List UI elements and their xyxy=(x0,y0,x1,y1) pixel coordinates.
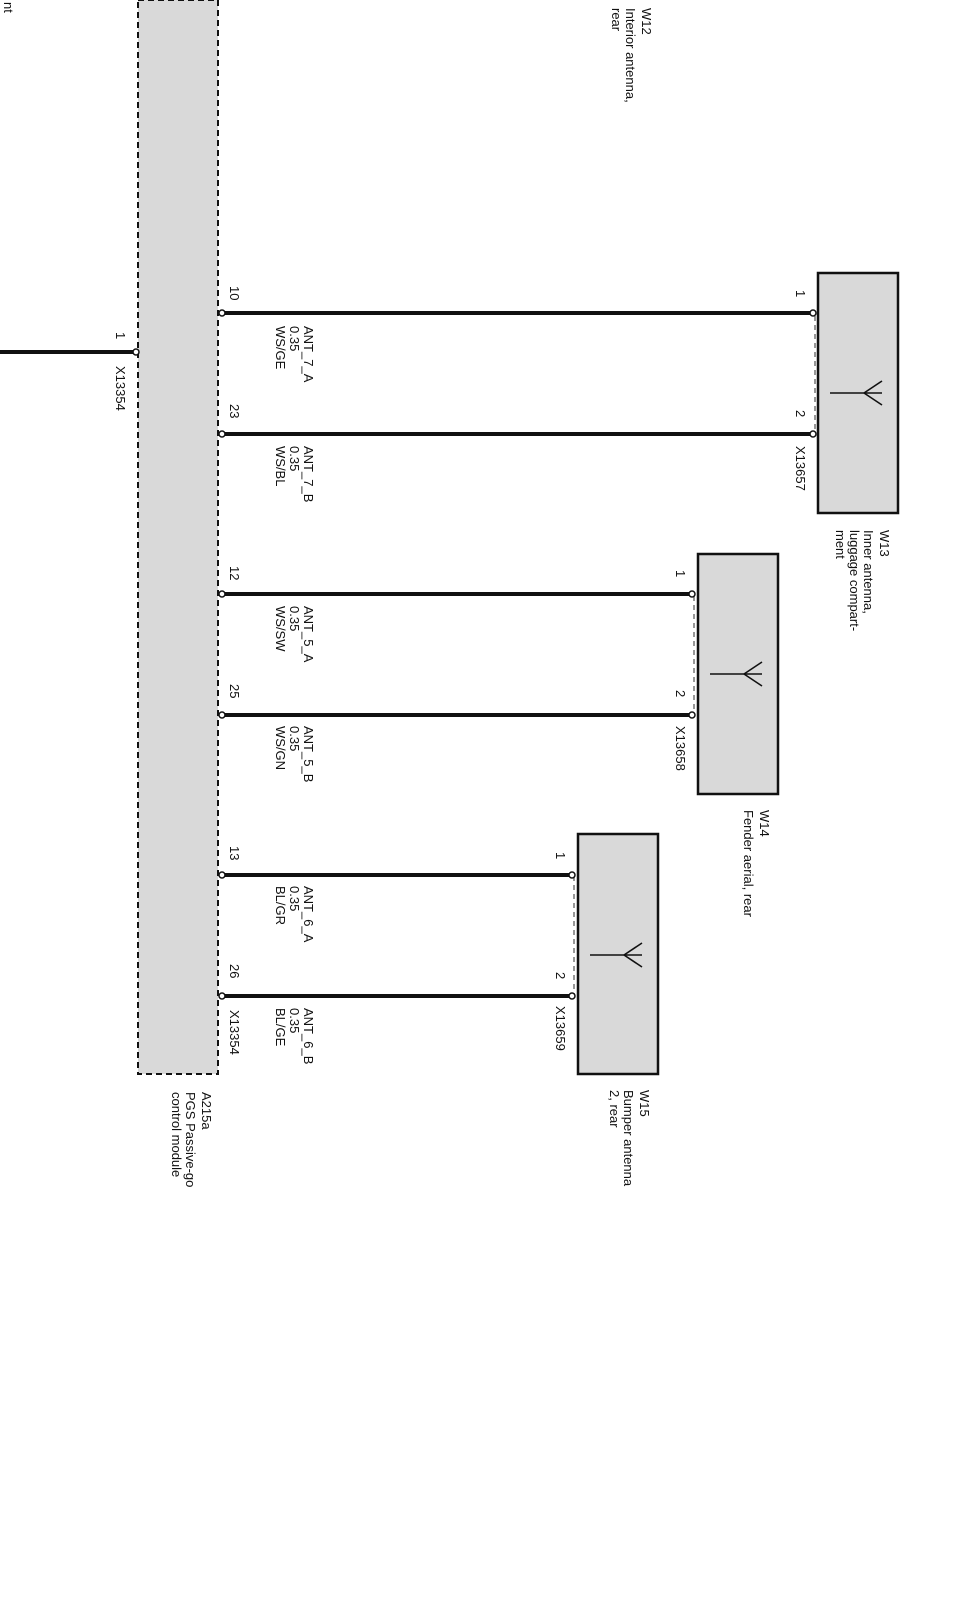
wire-signal-label: ANT_5_A xyxy=(301,606,316,663)
antenna-w14-connector: X13658 xyxy=(673,726,688,771)
antenna-w12-id: W12 xyxy=(639,8,654,35)
antenna-w15-line1: Bumper antenna xyxy=(621,1090,636,1187)
wire-signal-label: ANT_6_B xyxy=(301,1008,316,1064)
wire-signal-label: ANT_7_B xyxy=(301,446,316,502)
antenna-w13-id: W13 xyxy=(877,530,892,557)
wire-color-label: WS/GE xyxy=(273,326,288,370)
antenna-pin-label: 1 xyxy=(553,852,568,859)
module-pin-label: 10 xyxy=(227,286,242,300)
wire-color-label: BL/GR xyxy=(273,886,288,925)
wire-gauge-label: 0.35 xyxy=(287,726,302,751)
wire-gauge-label: 0.35 xyxy=(287,446,302,471)
control-module-body xyxy=(137,0,219,1075)
antenna-w12-line2: rear xyxy=(609,8,624,32)
wire-color-label: WS/BL xyxy=(273,446,288,486)
wire-gauge-label: 0.35 xyxy=(287,1008,302,1033)
module-id: A215a xyxy=(199,1092,214,1130)
module-pin-label: 25 xyxy=(227,684,242,698)
wire-signal-label: ANT_6_A xyxy=(301,886,316,943)
antenna-w13-line3: ment xyxy=(833,530,848,559)
partial-label: nt xyxy=(1,2,16,13)
antenna-pin-label: 2 xyxy=(553,972,568,979)
ground-connector-label: X13354 xyxy=(113,366,128,411)
ground-pin-label: 1 xyxy=(113,332,128,339)
antenna-w14-id: W14 xyxy=(757,810,772,837)
antenna-pin-label: 2 xyxy=(673,690,688,697)
module-name-line2: control module xyxy=(169,1092,184,1177)
module-name-line1: PGS Passive-go xyxy=(183,1092,198,1187)
module-pin-label: 23 xyxy=(227,404,242,418)
wire-color-label: BL/GE xyxy=(273,1008,288,1047)
antenna-w15-id: W15 xyxy=(637,1090,652,1117)
antenna-w15-line2: 2, rear xyxy=(607,1090,622,1128)
antenna-w13-connector: X13657 xyxy=(793,446,808,491)
antenna-w12-line1: Interior antenna, xyxy=(623,8,638,103)
antenna-w15-box xyxy=(576,832,660,1076)
wire-color-label: WS/SW xyxy=(273,606,288,652)
wire-signal-label: ANT_7_A xyxy=(301,326,316,383)
antenna-w15-connector: X13659 xyxy=(553,1006,568,1051)
antenna-icon xyxy=(590,942,643,968)
antenna-pin-label: 1 xyxy=(793,290,808,297)
antenna-icon xyxy=(710,661,763,687)
wire-gauge-label: 0.35 xyxy=(287,326,302,351)
wire-color-label: WS/GN xyxy=(273,726,288,770)
wire-gauge-label: 0.35 xyxy=(287,886,302,911)
wire-signal-label: ANT_5_B xyxy=(301,726,316,782)
antenna-w13-line2: luggage compart- xyxy=(847,530,862,631)
antenna-w13-line1: Inner antenna, xyxy=(861,530,876,614)
module-pin-label: 13 xyxy=(227,846,242,860)
wire-gauge-label: 0.35 xyxy=(287,606,302,631)
antenna-pin-label: 1 xyxy=(673,570,688,577)
antenna-icon xyxy=(830,380,883,406)
antenna-pin-label: 2 xyxy=(793,410,808,417)
module-bottom-connector: X13354 xyxy=(227,1010,242,1055)
antenna-w14-line1: Fender aerial, rear xyxy=(741,810,756,918)
ground-pin-terminal xyxy=(132,348,140,356)
module-pin-label: 12 xyxy=(227,566,242,580)
module-pin-label: 26 xyxy=(227,964,242,978)
